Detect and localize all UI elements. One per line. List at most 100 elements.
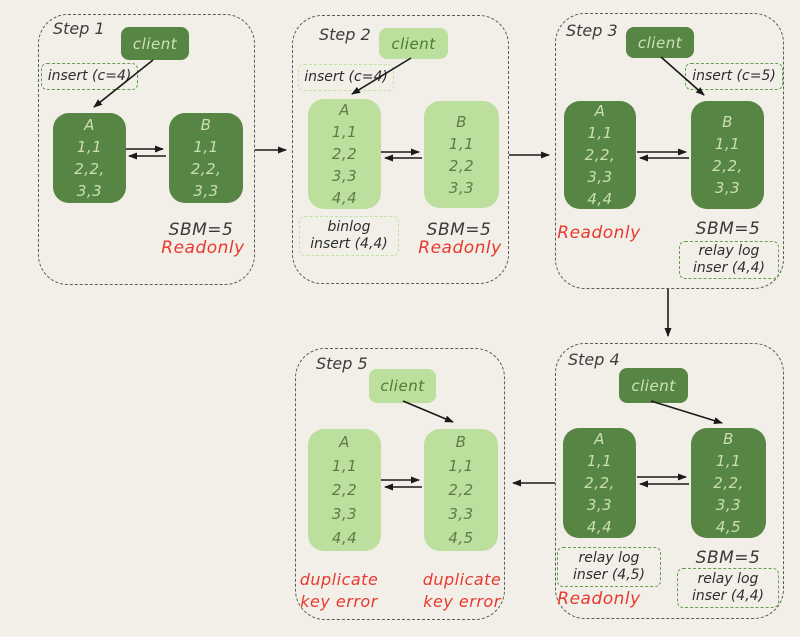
step-4-label: Step 4 xyxy=(568,350,620,369)
step-4-readonly-label: Readonly xyxy=(557,589,641,609)
binlog-line: binlog xyxy=(327,219,371,235)
node-b-row: 2,2, xyxy=(713,474,744,492)
node-b-row: 1,1 xyxy=(448,134,475,153)
step-4-client-node: client xyxy=(619,368,688,403)
node-b-row: 2,2, xyxy=(712,157,743,175)
node-a-row: 1,1 xyxy=(76,138,103,156)
node-b-row: 3,3 xyxy=(714,179,741,197)
step-2-label: Step 2 xyxy=(319,25,371,44)
step-4-relay-b-annotation: relay log inser (4,4) xyxy=(677,568,779,608)
node-a-row: 3,3 xyxy=(587,168,613,186)
node-b-row: 2,2 xyxy=(448,156,475,175)
node-a-row: 3,3 xyxy=(331,505,358,523)
step-1-client-node: client xyxy=(121,27,189,60)
node-a-row: 2,2, xyxy=(584,146,616,164)
node-b-row: 1,1 xyxy=(714,135,741,153)
relay-line: relay log xyxy=(697,571,759,587)
node-b-title: B xyxy=(456,112,467,131)
node-a-row: 2,2, xyxy=(584,474,615,492)
node-a-row: 4,4 xyxy=(587,190,613,208)
node-a-title: A xyxy=(84,116,95,134)
node-a-title: A xyxy=(339,433,350,451)
node-a-title: A xyxy=(339,101,350,119)
node-a-row: 3,3 xyxy=(76,182,103,200)
step-5-label: Step 5 xyxy=(316,354,368,373)
node-a-row: 1,1 xyxy=(587,124,613,142)
step-2-binlog-annotation: binlog insert (4,4) xyxy=(299,216,399,256)
node-a-row: 1,1 xyxy=(586,452,613,470)
node-b-title: B xyxy=(455,433,467,451)
step-2-client-node: client xyxy=(379,28,448,59)
relay-line: inser (4,5) xyxy=(572,567,646,583)
step-5-node-a: A 1,1 2,2 3,3 4,4 xyxy=(308,429,381,551)
node-b-row: 2,2 xyxy=(448,481,474,499)
step-2-sbm-label: SBM=5 xyxy=(426,220,492,240)
step-3-container: Step 3 client insert (c=5) A 1,1 2,2, 3,… xyxy=(555,13,784,289)
step-1-label: Step 1 xyxy=(53,19,105,38)
node-b-row: 3,3 xyxy=(448,505,474,523)
node-b-row: 3,3 xyxy=(193,182,219,200)
relay-line: relay log xyxy=(698,243,760,259)
step-2-node-a: A 1,1 2,2 3,3 4,4 xyxy=(308,99,381,209)
node-a-row: 4,4 xyxy=(331,189,358,207)
step-1-readonly-label: Readonly xyxy=(161,238,245,258)
node-a-row: 2,2 xyxy=(331,145,358,163)
node-b-row: 1,1 xyxy=(448,457,474,475)
step-1-insert-annotation: insert (c=4) xyxy=(41,63,138,90)
step-2-container: Step 2 client insert (c=4) A 1,1 2,2 3,3… xyxy=(292,15,509,284)
binlog-line: insert (4,4) xyxy=(310,236,388,252)
step-1-sbm-label: SBM=5 xyxy=(168,220,234,240)
step-1-container: Step 1 client insert (c=4) A 1,1 2,2, 3,… xyxy=(38,14,255,285)
step-4-node-b: B 1,1 2,2, 3,3 4,5 xyxy=(691,428,766,538)
node-b-row: 2,2, xyxy=(190,160,222,178)
step-3-node-b: B 1,1 2,2, 3,3 xyxy=(691,101,764,209)
step-5-duplicate-error-a: duplicate key error xyxy=(300,569,379,613)
node-a-row: 2,2, xyxy=(74,160,105,178)
step-3-client-node: client xyxy=(626,27,694,58)
step-3-node-a: A 1,1 2,2, 3,3 4,4 xyxy=(564,101,636,209)
step-5-client-node: client xyxy=(369,369,436,403)
step-2-node-b: B 1,1 2,2 3,3 xyxy=(424,101,499,208)
error-line: key error xyxy=(300,592,378,611)
node-b-title: B xyxy=(722,113,733,131)
step-5-container: Step 5 client A 1,1 2,2 3,3 4,4 B 1,1 2,… xyxy=(295,348,505,620)
step-3-relay-annotation: relay log inser (4,4) xyxy=(679,241,779,279)
node-b-title: B xyxy=(200,116,212,134)
step-3-insert-annotation: insert (c=5) xyxy=(685,63,783,90)
step-3-sbm-label: SBM=5 xyxy=(695,219,761,239)
node-a-row: 4,4 xyxy=(331,529,358,547)
node-b-row: 4,5 xyxy=(715,518,742,536)
step-4-node-a: A 1,1 2,2, 3,3 4,4 xyxy=(563,428,636,538)
node-b-row: 1,1 xyxy=(193,138,219,156)
node-a-row: 2,2 xyxy=(331,481,358,499)
node-b-row: 4,5 xyxy=(448,529,474,547)
node-a-row: 1,1 xyxy=(331,123,358,141)
relay-line: inser (4,4) xyxy=(691,588,765,604)
relay-line: relay log xyxy=(578,550,640,566)
node-a-title: A xyxy=(594,430,605,448)
node-a-row: 1,1 xyxy=(331,457,358,475)
step-2-insert-annotation: insert (c=4) xyxy=(298,64,394,91)
node-a-row: 4,4 xyxy=(586,518,613,536)
node-b-title: B xyxy=(723,430,734,448)
step-4-container: Step 4 client A 1,1 2,2, 3,3 4,4 B 1,1 2… xyxy=(555,343,784,619)
step-5-duplicate-error-b: duplicate key error xyxy=(423,569,502,613)
step-3-label: Step 3 xyxy=(566,21,618,40)
error-line: duplicate xyxy=(422,570,502,589)
node-a-row: 3,3 xyxy=(586,496,613,514)
error-line: duplicate xyxy=(299,570,379,589)
step-2-readonly-label: Readonly xyxy=(418,238,502,258)
step-1-node-b: B 1,1 2,2, 3,3 xyxy=(169,113,243,203)
step-5-node-b: B 1,1 2,2 3,3 4,5 xyxy=(424,429,498,551)
step-4-relay-a-annotation: relay log inser (4,5) xyxy=(557,547,661,587)
error-line: key error xyxy=(423,592,501,611)
node-a-title: A xyxy=(594,102,606,120)
step-4-sbm-label: SBM=5 xyxy=(695,548,761,568)
step-1-node-a: A 1,1 2,2, 3,3 xyxy=(53,113,126,203)
relay-line: inser (4,4) xyxy=(692,260,766,276)
node-b-row: 1,1 xyxy=(715,452,742,470)
node-b-row: 3,3 xyxy=(448,178,475,197)
node-b-row: 3,3 xyxy=(715,496,742,514)
step-3-readonly-label: Readonly xyxy=(557,223,641,243)
